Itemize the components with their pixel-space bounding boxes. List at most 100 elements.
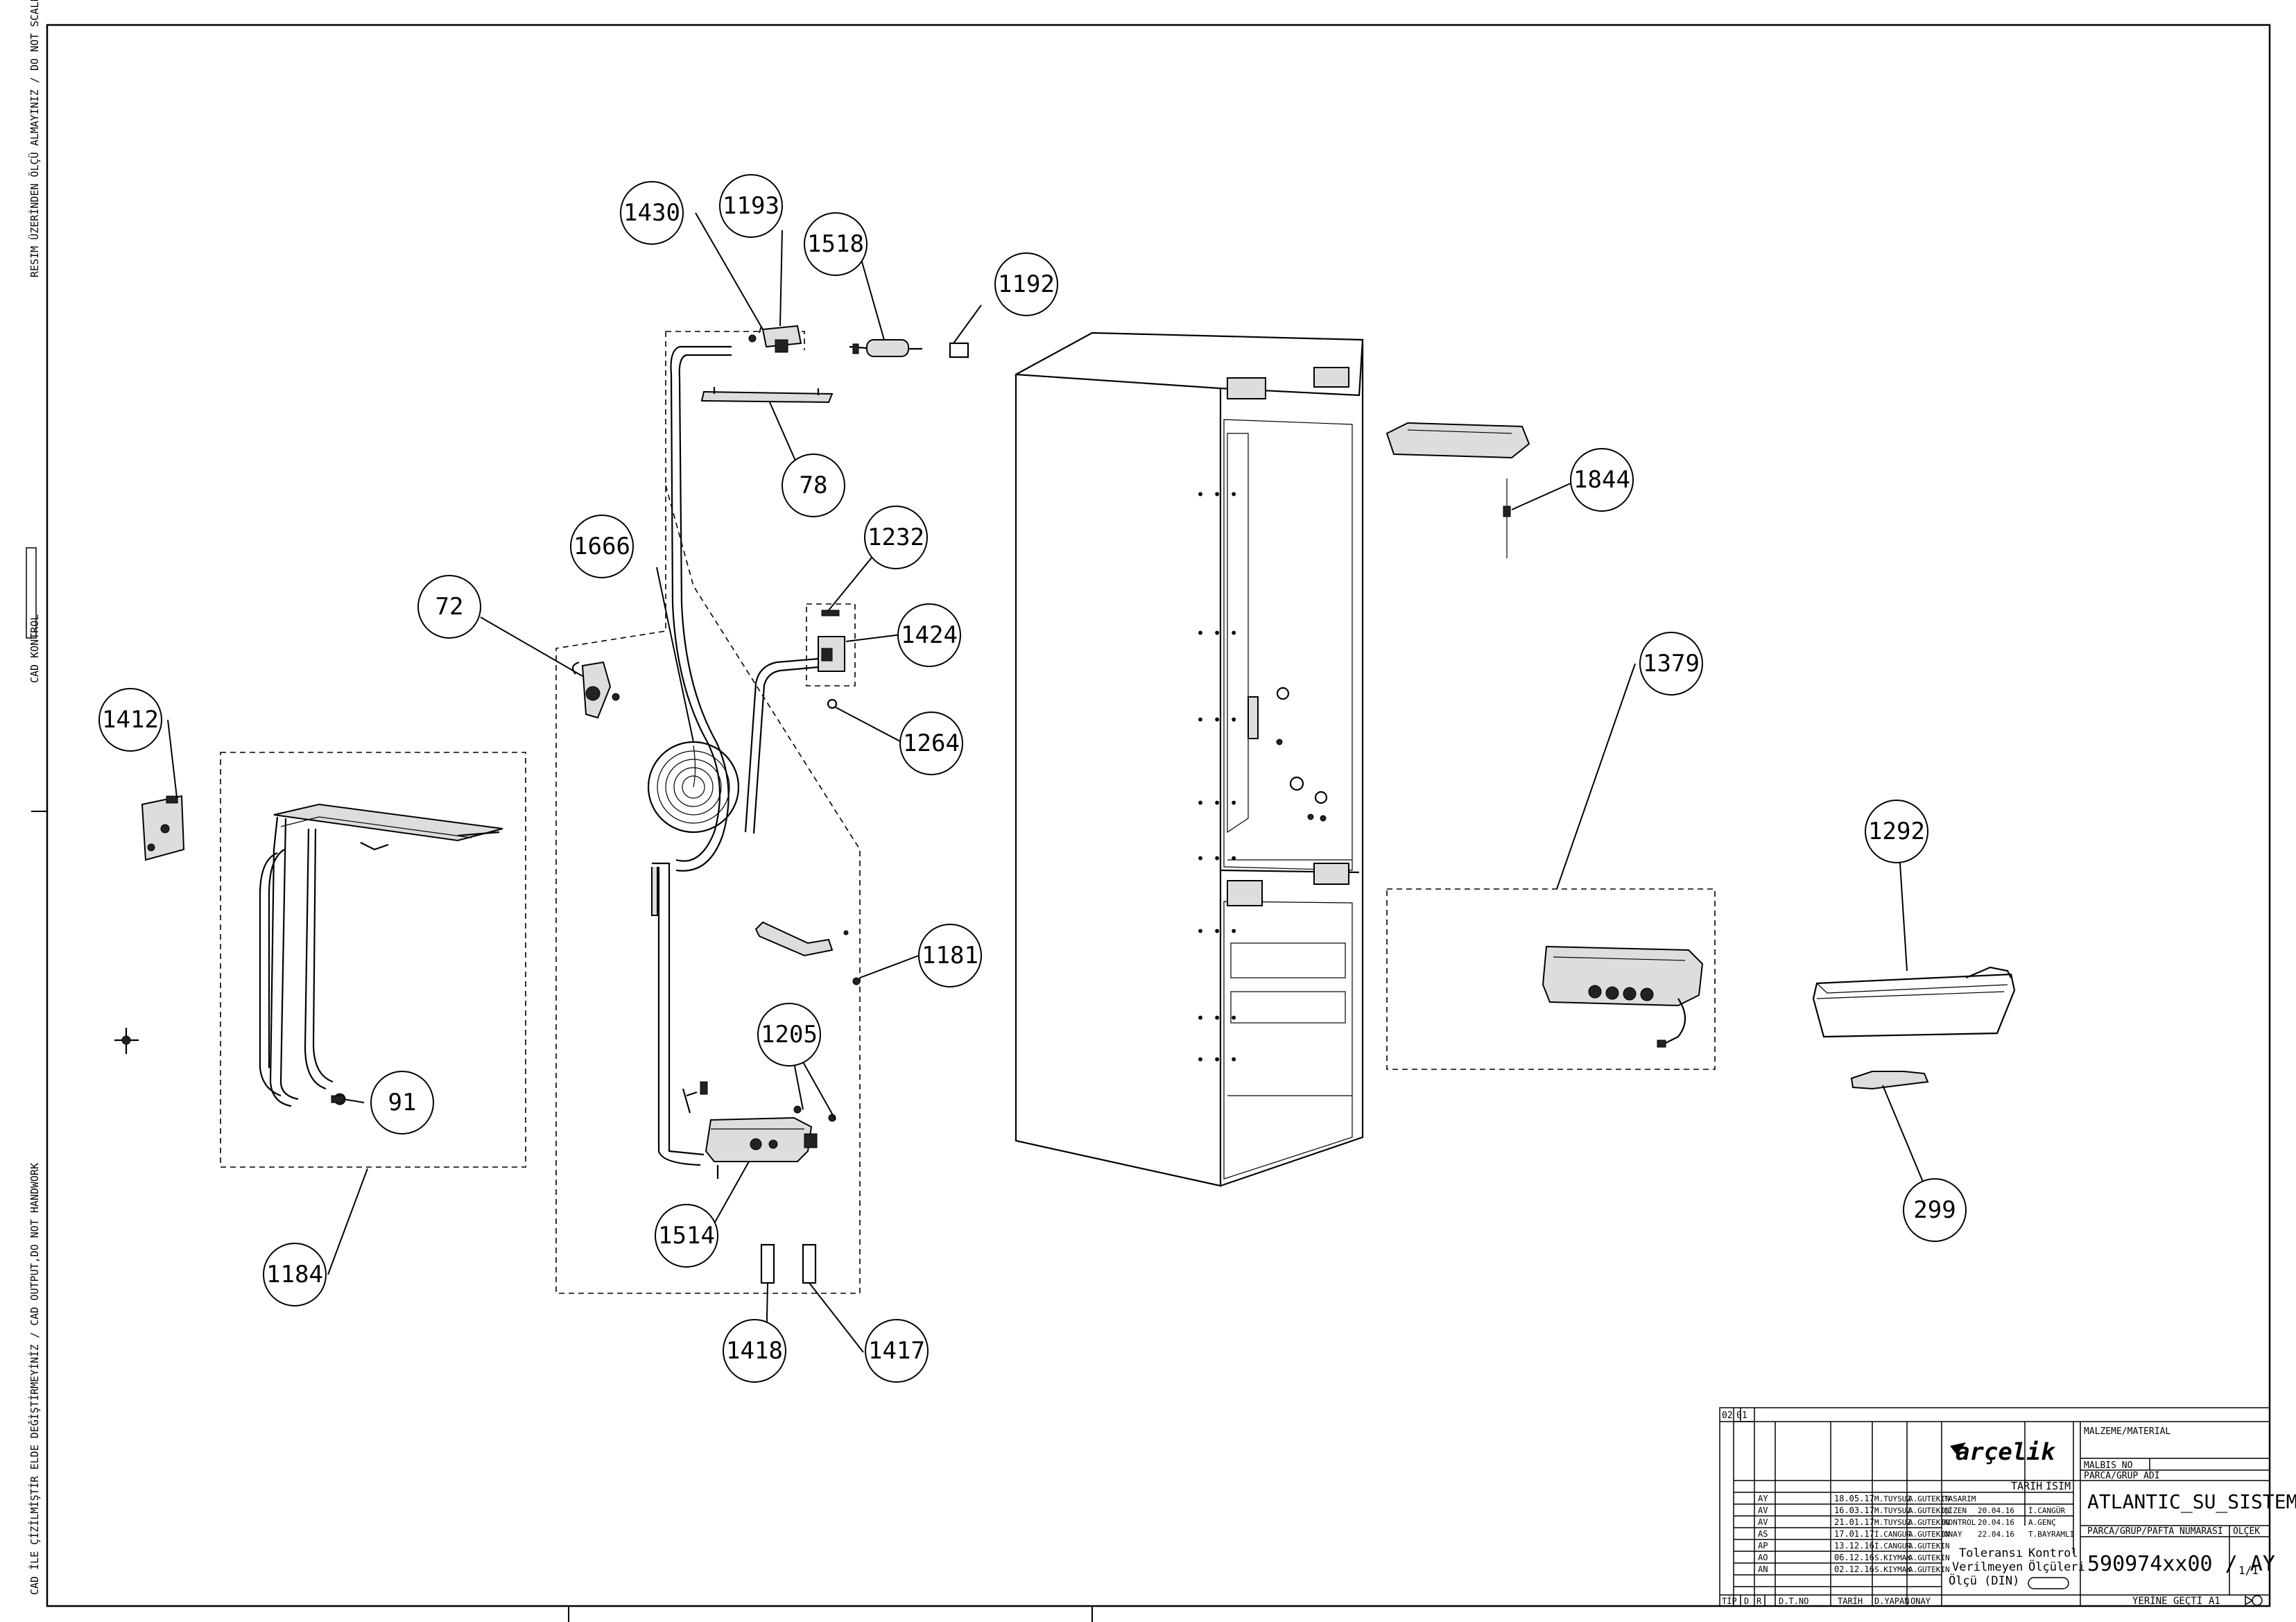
part-1181-lever — [754, 921, 861, 985]
group-box-water-line — [555, 331, 861, 1294]
svg-text:T.BAYRAMLI: T.BAYRAMLI — [2028, 1530, 2074, 1539]
part-1184-heater-frame — [259, 803, 503, 1107]
side-note-cad-output: CAD İLE ÇİZİLMİŞTİR ELDE DEĞİŞTİRMEYİNİZ… — [28, 1163, 41, 1595]
scale-label: ÖLÇEK — [2233, 1525, 2260, 1537]
brand-logo: arçelik — [1956, 1438, 2056, 1466]
callout-1514: 1514 — [655, 1204, 718, 1268]
svg-text:Kontrol: Kontrol — [2028, 1546, 2078, 1560]
callout-91: 91 — [370, 1071, 434, 1134]
part-1424-connector — [818, 610, 845, 709]
svg-text:İ.CANGUR: İ.CANGUR — [1874, 1530, 1911, 1539]
side-note-cad-kontrol: CAD KONTROL — [28, 614, 41, 683]
callout-1417: 1417 — [865, 1319, 929, 1383]
part-screw-left — [114, 1028, 139, 1054]
part-1292-ice-bin — [1812, 966, 2016, 1038]
svg-text:• • •: • • • — [1196, 1051, 1238, 1068]
sheet-size: A1 — [2209, 1596, 2220, 1607]
svg-text:02.12.16: 02.12.16 — [1834, 1564, 1874, 1574]
part-1417-tape — [802, 1243, 817, 1284]
svg-text:1205: 1205 — [761, 1021, 818, 1049]
callout-1264: 1264 — [899, 711, 963, 775]
callout-1518: 1518 — [804, 212, 868, 276]
callout-299: 299 — [1903, 1178, 1967, 1242]
svg-text:M.TUYSUZ: M.TUYSUZ — [1874, 1494, 1911, 1503]
svg-text:A.GUTEKIN: A.GUTEKIN — [1908, 1506, 1950, 1515]
callout-1192: 1192 — [994, 252, 1058, 316]
svg-text:299: 299 — [1913, 1196, 1956, 1224]
svg-text:Verilmeyen: Verilmeyen — [1952, 1560, 2023, 1574]
svg-text:Ölçü (DIN): Ölçü (DIN) — [1949, 1573, 2019, 1588]
svg-text:İSİM: İSİM — [2046, 1479, 2071, 1492]
svg-text:20.04.16: 20.04.16 — [1978, 1506, 2014, 1515]
callout-1232: 1232 — [864, 506, 928, 569]
svg-text:1181: 1181 — [922, 942, 978, 969]
svg-text:ONAY: ONAY — [1910, 1596, 1931, 1606]
part-78-bracket — [700, 387, 834, 404]
part-299-scoop — [1850, 1071, 1929, 1090]
svg-text:AO: AO — [1758, 1553, 1768, 1562]
part-1379-ice-maker — [1542, 945, 1704, 1048]
svg-text:1418: 1418 — [726, 1337, 783, 1365]
callout-1412: 1412 — [98, 688, 162, 752]
svg-text:1192: 1192 — [998, 270, 1055, 298]
sheet-border — [46, 24, 2271, 1607]
svg-text:AV: AV — [1758, 1517, 1768, 1527]
svg-text:20.04.16: 20.04.16 — [1978, 1518, 2014, 1527]
svg-text:Ölçüleri: Ölçüleri — [2028, 1559, 2085, 1574]
svg-text:Toleransı: Toleransı — [1959, 1546, 2023, 1560]
part-72-valve — [571, 661, 620, 719]
svg-text:1292: 1292 — [1868, 818, 1925, 845]
side-note-do-not-scale: RESIM ÜZERİNDEN ÖLÇÜ ALMAYINIZ / DO NOT … — [28, 0, 41, 277]
svg-text:AS: AS — [1758, 1529, 1768, 1539]
svg-text:A.GUTEKIN: A.GUTEKIN — [1908, 1530, 1950, 1539]
part-1418-tape — [760, 1243, 775, 1284]
svg-text:AY: AY — [1758, 1494, 1768, 1503]
svg-text:16.03.17: 16.03.17 — [1834, 1505, 1874, 1515]
part-group-label: PARCA/GRUP ADI — [2084, 1471, 2160, 1481]
svg-text:A.GUTEKIN: A.GUTEKIN — [1908, 1553, 1950, 1562]
svg-text:13.12.16: 13.12.16 — [1834, 1541, 1874, 1551]
callout-1205: 1205 — [757, 1003, 821, 1067]
refrigerator-cabinet: • • • • • • • • • • • • • • • • • • • • … — [1015, 331, 1364, 1187]
svg-text:TARİH: TARİH — [1838, 1596, 1863, 1606]
malbis-label: MALBIS NO — [2084, 1460, 2133, 1471]
part-group-name: ATLANTIC_SU_SISTEM_PK — [2087, 1490, 2296, 1514]
svg-text:• • •: • • • — [1196, 711, 1238, 728]
svg-text:06.12.16: 06.12.16 — [1834, 1553, 1874, 1562]
svg-text:21.01.17: 21.01.17 — [1834, 1517, 1874, 1527]
svg-text:17.01.17: 17.01.17 — [1834, 1529, 1874, 1539]
svg-text:A.GENÇ: A.GENÇ — [2028, 1518, 2056, 1527]
group-box-1424 — [806, 603, 856, 687]
svg-text:1193: 1193 — [723, 192, 779, 220]
svg-text:1514: 1514 — [658, 1222, 715, 1250]
callout-1844: 1844 — [1570, 448, 1634, 512]
svg-text:İ.CANGUR: İ.CANGUR — [1874, 1542, 1911, 1551]
svg-text:• • •: • • • — [1196, 486, 1238, 503]
part-1844-light-cover — [1386, 422, 1530, 558]
svg-text:• • •: • • • — [1196, 625, 1238, 641]
callout-78: 78 — [782, 454, 845, 517]
svg-text:A.GUTEKIN: A.GUTEKIN — [1908, 1565, 1950, 1574]
svg-text:ONAY: ONAY — [1944, 1530, 1962, 1539]
callout-1424: 1424 — [897, 603, 961, 667]
part-1192-label — [949, 342, 969, 359]
title-block: 02 01 AY 18.05.17 M.TUYSUZ A.GUTEKIN AV … — [1719, 1407, 2296, 1607]
part-1514-water-tank — [682, 1081, 836, 1179]
svg-text:M.TUYSUZ: M.TUYSUZ — [1874, 1506, 1911, 1515]
callout-1193: 1193 — [719, 174, 783, 238]
svg-text:AV: AV — [1758, 1505, 1768, 1515]
svg-text:1844: 1844 — [1573, 466, 1630, 494]
svg-text:• • •: • • • — [1196, 850, 1238, 867]
corner-code-b: 01 — [1736, 1410, 1747, 1421]
callout-1430: 1430 — [620, 181, 684, 245]
replaces-label: YERİNE GEÇTİ — [2132, 1594, 2202, 1607]
svg-text:A.GUTEKIN: A.GUTEKIN — [1908, 1494, 1950, 1503]
part-number-label: PARCA/GRUP/PAFTA NUMARASI — [2087, 1526, 2223, 1537]
callout-1181: 1181 — [918, 924, 982, 987]
callout-1379: 1379 — [1639, 632, 1703, 696]
svg-text:TARİH: TARİH — [2011, 1479, 2042, 1492]
svg-text:22.04.16: 22.04.16 — [1978, 1530, 2014, 1539]
svg-text:TİP: TİP — [1722, 1596, 1737, 1606]
svg-text:1184: 1184 — [266, 1261, 323, 1288]
